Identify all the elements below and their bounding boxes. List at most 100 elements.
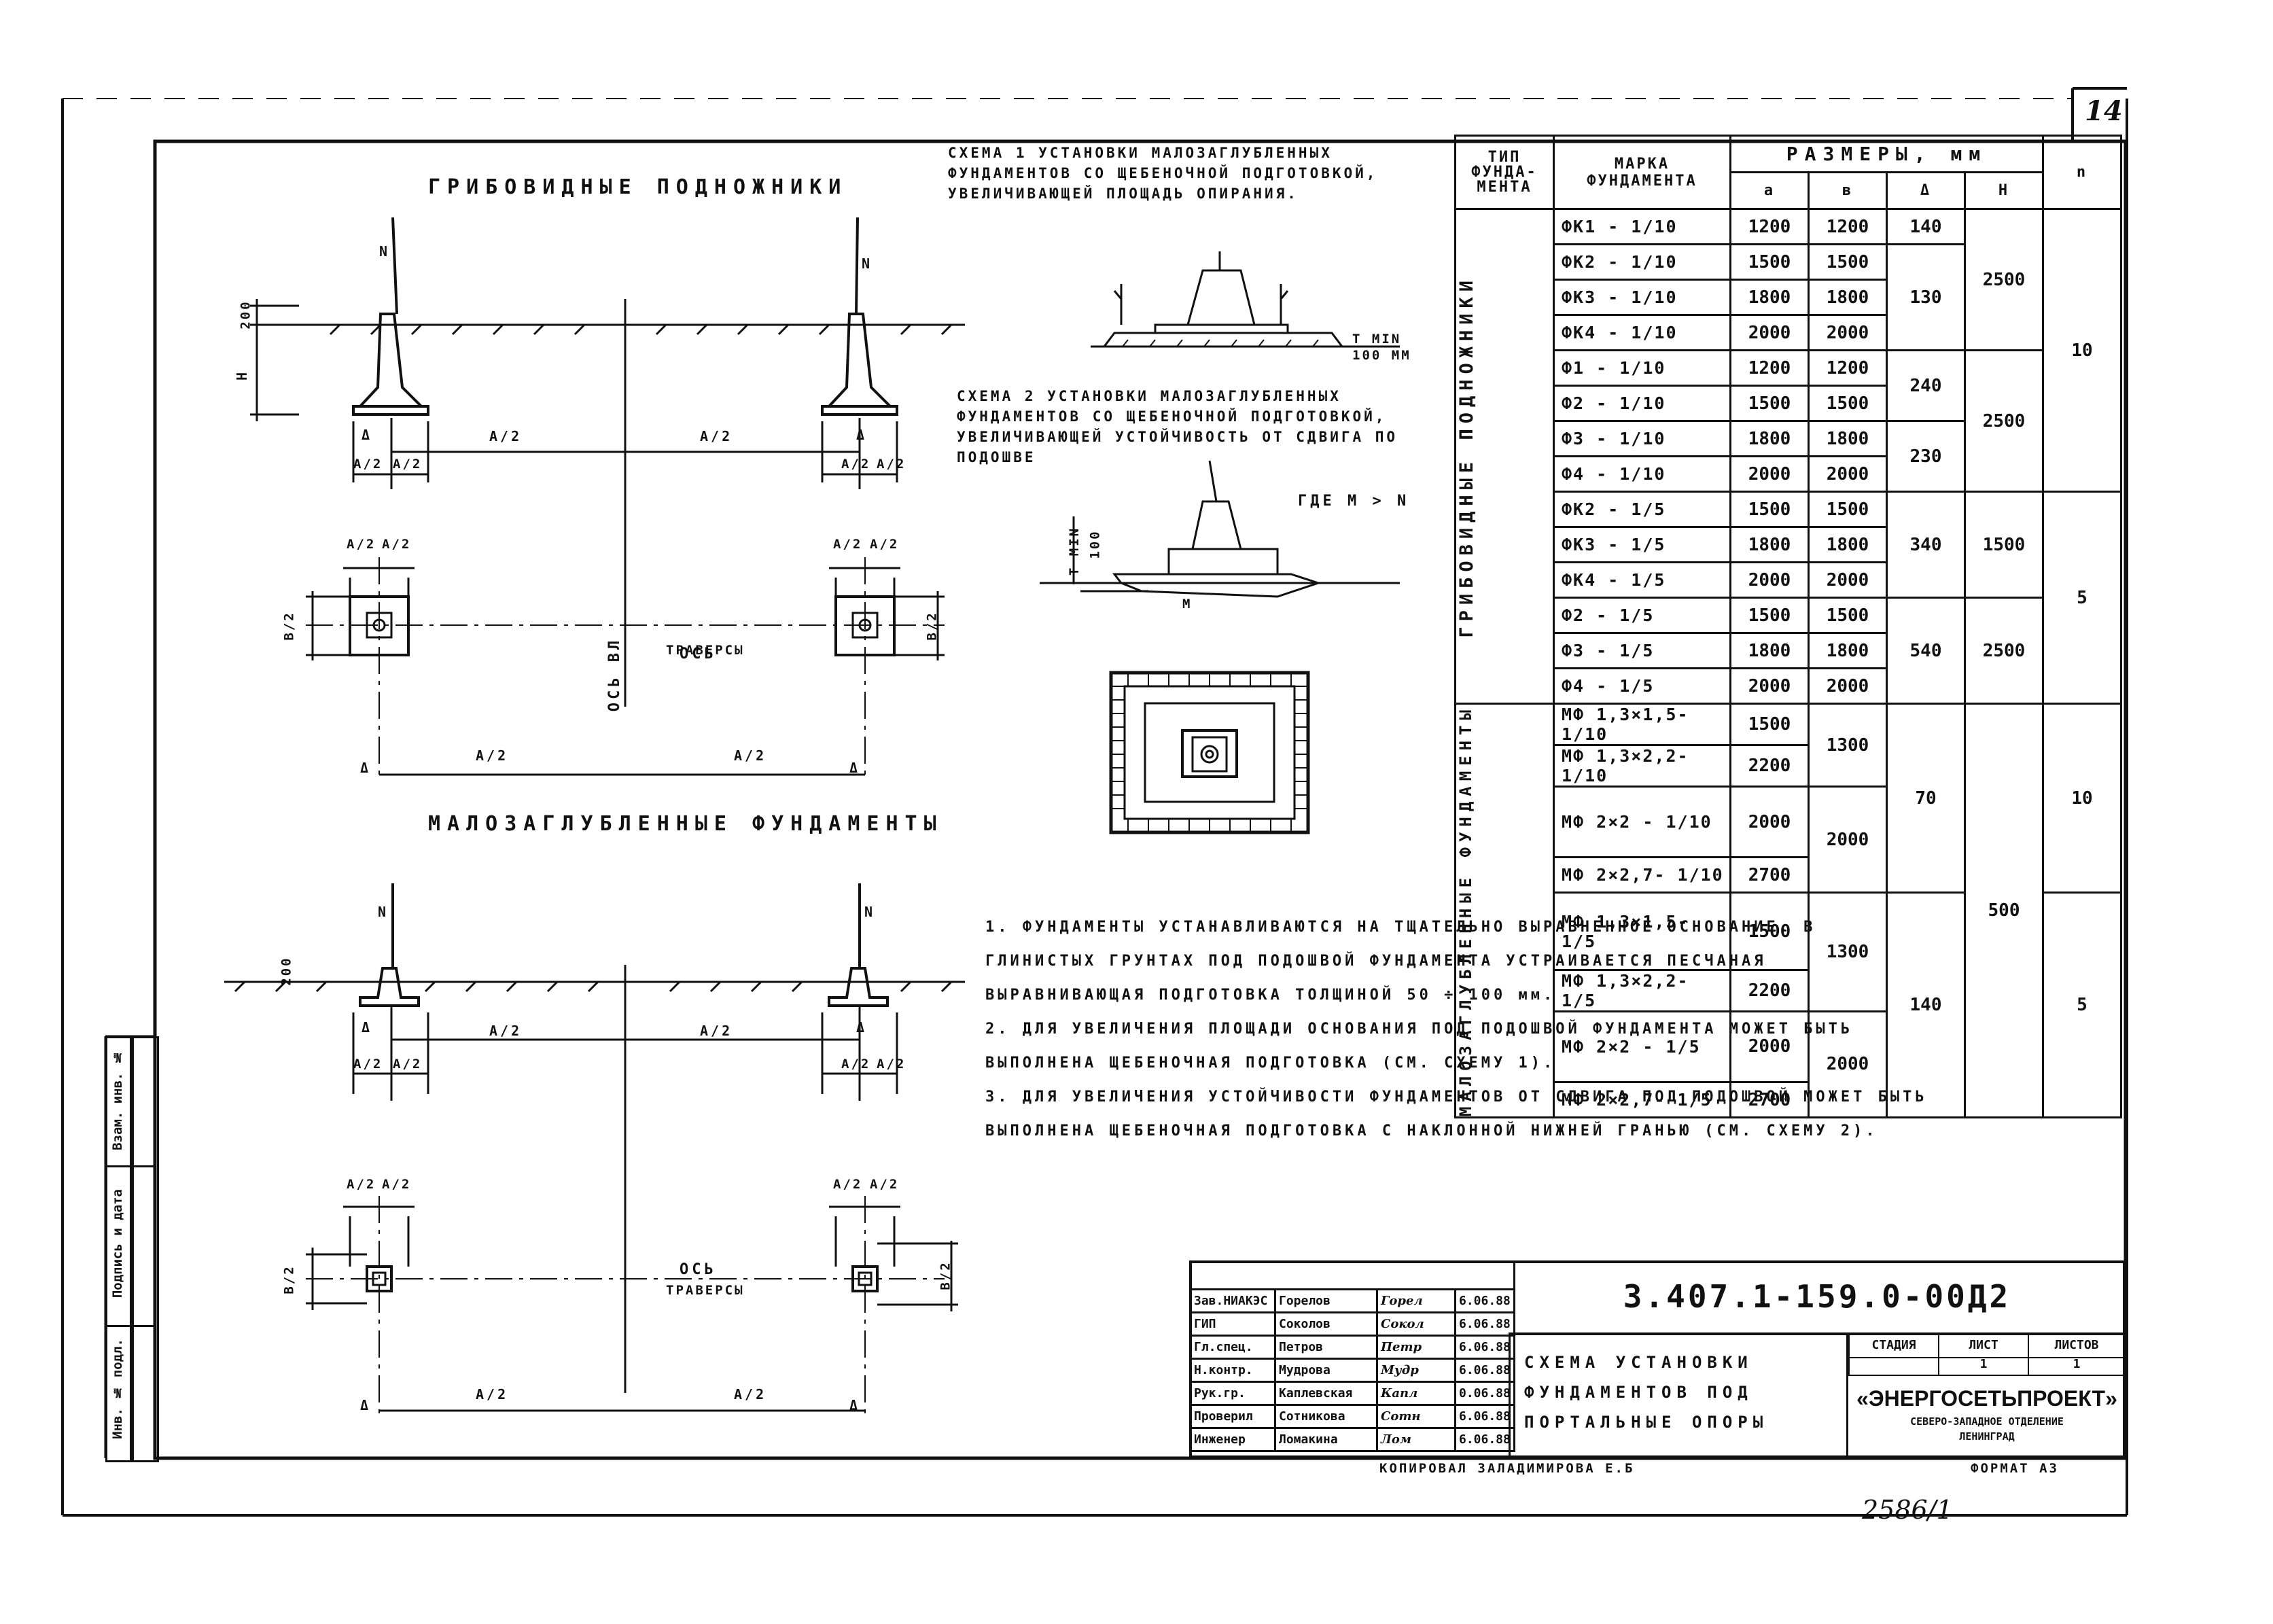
cell-h: 1500 (1964, 491, 2044, 599)
dim-a2-plan-3: а/2 (833, 537, 863, 552)
person: Сотникова (1274, 1404, 1378, 1429)
dim-delta-plan-1: Δ (360, 760, 372, 776)
cell-mark: МФ 1,3×1,5-1/10 (1553, 703, 1731, 746)
cell-delta: 230 (1886, 420, 1966, 493)
cell-a: 1500 (1729, 243, 1810, 281)
person: Соколов (1274, 1311, 1378, 1337)
table-header-row: ТИП ФУНДА-МЕНТА МАРКА ФУНДАМЕНТА РАЗМЕРЫ… (1454, 135, 2122, 210)
axis-traverse-bottom-2: траверсы (666, 1283, 745, 1298)
cell-a: 2000 (1729, 455, 1810, 493)
cell-a: 1800 (1729, 526, 1810, 563)
cell-n: 5 (2042, 491, 2122, 705)
dim-half-a-4: А/2 (700, 1023, 733, 1039)
scheme2-where: где m > n (1298, 493, 1410, 510)
cell-mark: ФК3 - 1/10 (1553, 279, 1731, 316)
dim-a2-plan-5: а/2 (347, 1177, 376, 1192)
side-divider-2 (105, 1325, 155, 1327)
cell-h: 2500 (1964, 208, 2044, 351)
cell-mark: ФК4 - 1/10 (1553, 314, 1731, 351)
sheets-value: 1 (2028, 1357, 2126, 1376)
header-mark: МАРКА ФУНДАМЕНТА (1553, 135, 1731, 210)
signature: Горел (1376, 1288, 1456, 1313)
table-row: Ф2 - 1/10 1500 1500 (1456, 385, 2121, 422)
signature: Сотн (1376, 1404, 1456, 1429)
table-row: Ф1 - 1/10 1200 1200 240 2500 (1456, 349, 2121, 493)
scheme1-dim-100: 100 мм (1352, 348, 1411, 363)
side-inv-podl: Инв. № подл. (110, 1339, 125, 1439)
table-row: ФК4 - 1/5 2000 2000 (1456, 561, 2121, 599)
cell-mark: Ф2 - 1/5 (1553, 597, 1731, 634)
cell-a: 1500 (1729, 385, 1810, 422)
cell-b: 1800 (1808, 279, 1888, 316)
person: Горелов (1274, 1288, 1378, 1313)
header-h: Н (1964, 171, 2044, 210)
role: Зав.НИАКЭС (1189, 1288, 1276, 1313)
cell-mark: МФ 2×2,7- 1/5 (1553, 1081, 1731, 1119)
table-row: ФК3 - 1/5 1800 1800 (1456, 526, 2121, 563)
dim-delta-1: Δ (362, 427, 373, 443)
doc-code-cell: 3.407.1-159.0-00Д2 (1509, 1260, 2126, 1335)
cell-h: 500 (1964, 702, 2044, 1119)
cell-b: 2000 (1808, 667, 1888, 705)
cell-a: 1500 (1729, 597, 1810, 634)
load-label-right-bottom: n (864, 904, 876, 920)
signature: Петр (1376, 1335, 1456, 1360)
table-row: ФК2 - 1/5 1500 1500 340 1500 5 (1456, 491, 2122, 705)
date: 6.06.88 (1454, 1404, 1515, 1429)
cell-b: 2000 (1808, 314, 1888, 351)
cell-b: 2000 (1808, 785, 1888, 894)
cell-b: 1800 (1808, 420, 1888, 457)
date: 6.06.88 (1454, 1335, 1515, 1360)
group-shallow: МАЛОЗАГЛУБЛЕННЫЕ ФУНДАМЕНТЫ (1454, 702, 1555, 1119)
axis-traverse-top-2: траверсы (666, 643, 745, 658)
cell-b: 1500 (1808, 243, 1888, 281)
dim-a2-plan-1: а/2 (347, 537, 376, 552)
dim-a2-8: а/2 (877, 1057, 906, 1072)
dim-half-a-plan-3: А/2 (476, 1386, 509, 1402)
cell-b: 1500 (1808, 385, 1888, 422)
dim-200-bottom: 200 (279, 956, 294, 986)
cell-n: 5 (2042, 892, 2122, 1119)
signature: Мудр (1376, 1358, 1456, 1383)
cell-a: 1500 (1729, 491, 1810, 528)
dim-a2-6: а/2 (393, 1057, 423, 1072)
date: 6.06.88 (1454, 1288, 1515, 1313)
cell-delta: 140 (1886, 208, 1966, 245)
dim-delta-plan-2: Δ (849, 760, 861, 776)
role: Н.контр. (1189, 1358, 1276, 1383)
table-row: Ф3 - 1/10 1800 1800 230 (1456, 420, 2121, 493)
cell-mark: МФ 2×2 - 1/5 (1553, 1010, 1731, 1084)
table-row: МФ 2×2,7- 1/10 2700 (1456, 856, 2121, 894)
dim-a2-7: а/2 (841, 1057, 871, 1072)
foundation-spec-table: ТИП ФУНДА-МЕНТА МАРКА ФУНДАМЕНТА РАЗМЕРЫ… (1454, 135, 2122, 1119)
table-row: Ф4 - 1/5 2000 2000 (1456, 667, 2121, 705)
header-a: а (1729, 171, 1810, 210)
dim-delta-4: Δ (856, 1019, 868, 1036)
role: Рук.гр. (1189, 1381, 1276, 1406)
title-mushroom-footings: ГРИБОВИДНЫЕ ПОДНОЖНИКИ (428, 175, 848, 199)
cell-b: 1800 (1808, 632, 1888, 669)
cell-mark: Ф2 - 1/10 (1553, 385, 1731, 422)
role: Проверил (1189, 1404, 1276, 1429)
side-sign-date: Подпись и дата (110, 1189, 125, 1299)
cell-mark: МФ 1,3×1,5- 1/5 (1553, 892, 1731, 971)
cell-mark: Ф3 - 1/10 (1553, 420, 1731, 457)
org-name: «ЭНЕРГОСЕТЬПРОЕКТ» (1856, 1386, 2117, 1411)
cell-a: 2700 (1729, 856, 1810, 894)
cell-n: 10 (2042, 208, 2122, 493)
cell-mark: Ф4 - 1/5 (1553, 667, 1731, 705)
dim-half-a-plan-4: А/2 (734, 1386, 767, 1402)
stage-value (1848, 1357, 1939, 1376)
title-shallow-foundations: МАЛОЗАГЛУБЛЕННЫЕ ФУНДАМЕНТЫ (428, 812, 943, 836)
cell-mark: МФ 2×2,7- 1/10 (1553, 856, 1731, 894)
format-label: ФОРМАТ А3 (1971, 1461, 2059, 1476)
cell-b: 2000 (1808, 561, 1888, 599)
cell-h: 2500 (1964, 349, 2044, 493)
dim-half-a-3: А/2 (489, 1023, 523, 1039)
date: 0.06.88 (1454, 1381, 1515, 1406)
table-subheader-row: а в Δ Н (1456, 171, 2121, 210)
table-row: ФК4 - 1/10 2000 2000 (1456, 314, 2121, 351)
dim-a2-plan-4: а/2 (870, 537, 900, 552)
